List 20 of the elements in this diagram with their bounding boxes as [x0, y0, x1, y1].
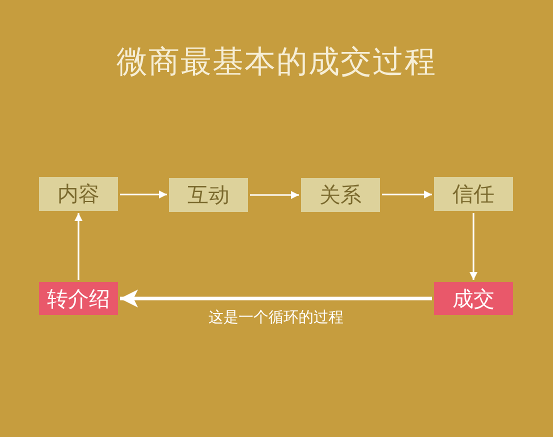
box-label: 内容 — [58, 181, 100, 207]
box-label: 成交 — [452, 286, 494, 312]
process-box — [39, 282, 118, 315]
process-box — [434, 177, 513, 211]
process-box — [169, 178, 248, 212]
box-label: 关系 — [320, 182, 362, 208]
box-label: 互动 — [188, 182, 230, 208]
process-box — [39, 177, 118, 211]
box-label: 转介绍 — [47, 286, 110, 312]
process-box — [434, 282, 513, 315]
arrow — [120, 290, 432, 308]
process-box — [301, 178, 380, 212]
edge-label: 这是一个循环的过程 — [206, 306, 346, 326]
arrow — [120, 190, 167, 198]
box-label: 信任 — [452, 181, 494, 207]
title: 微商最基本的成交过程 — [116, 43, 436, 82]
arrow — [382, 190, 432, 198]
arrow — [470, 213, 478, 280]
arrow — [250, 191, 299, 199]
arrow — [74, 213, 82, 280]
